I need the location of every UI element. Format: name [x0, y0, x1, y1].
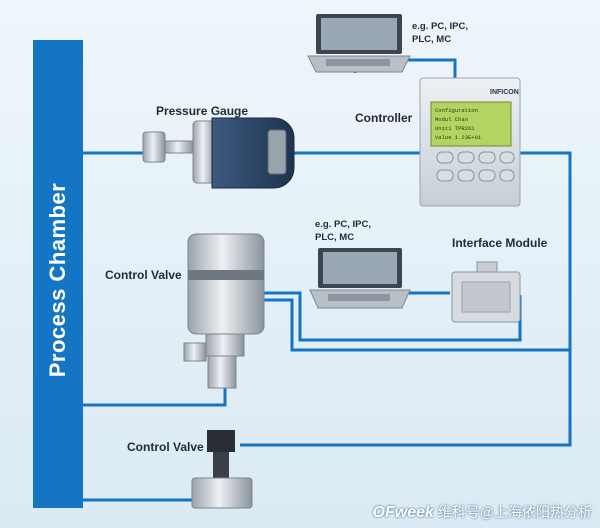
control-valve-small-device [191, 430, 253, 509]
svg-text:Unit1 TPR261: Unit1 TPR261 [435, 125, 475, 132]
watermark-brand: OFweek [372, 504, 434, 521]
control-valve-label-1: Control Valve [105, 268, 182, 282]
interface-module-device [451, 261, 521, 323]
pressure-gauge-device [142, 117, 295, 189]
laptop-middle-label: e.g. PC, IPC, PLC, MC [315, 218, 371, 244]
controller-device: INFICON Configuration Modul Chan Unit1 T… [419, 77, 521, 207]
controller-label: Controller [355, 111, 413, 125]
laptop-top [307, 14, 411, 73]
laptop-top-label: e.g. PC, IPC, PLC, MC [412, 20, 468, 46]
laptop-middle [309, 248, 411, 309]
process-chamber-label: Process Chamber [45, 182, 70, 378]
control-valve-label-2: Control Valve [127, 440, 204, 454]
process-chamber [33, 40, 83, 508]
control-valve-large-device [183, 233, 265, 389]
laptop-middle-label-line2: PLC, MC [315, 232, 355, 243]
svg-text:INFICON: INFICON [490, 89, 519, 96]
svg-text:Modul Chan: Modul Chan [435, 116, 468, 123]
laptop-middle-label-line1: e.g. PC, IPC, [315, 219, 371, 230]
watermark: OFweek 维科号@上海依阳热分析 [373, 502, 592, 522]
laptop-top-label-line2: PLC, MC [412, 34, 452, 45]
signal-wires [83, 58, 572, 502]
interface-module-label: Interface Module [452, 236, 548, 250]
laptop-top-label-line1: e.g. PC, IPC, [412, 21, 468, 32]
pressure-gauge-label: Pressure Gauge [156, 104, 249, 118]
svg-text:Value 1.23E+01: Value 1.23E+01 [435, 134, 482, 141]
watermark-text: 维科号@上海依阳热分析 [437, 504, 592, 520]
svg-text:Configuration: Configuration [435, 107, 478, 114]
